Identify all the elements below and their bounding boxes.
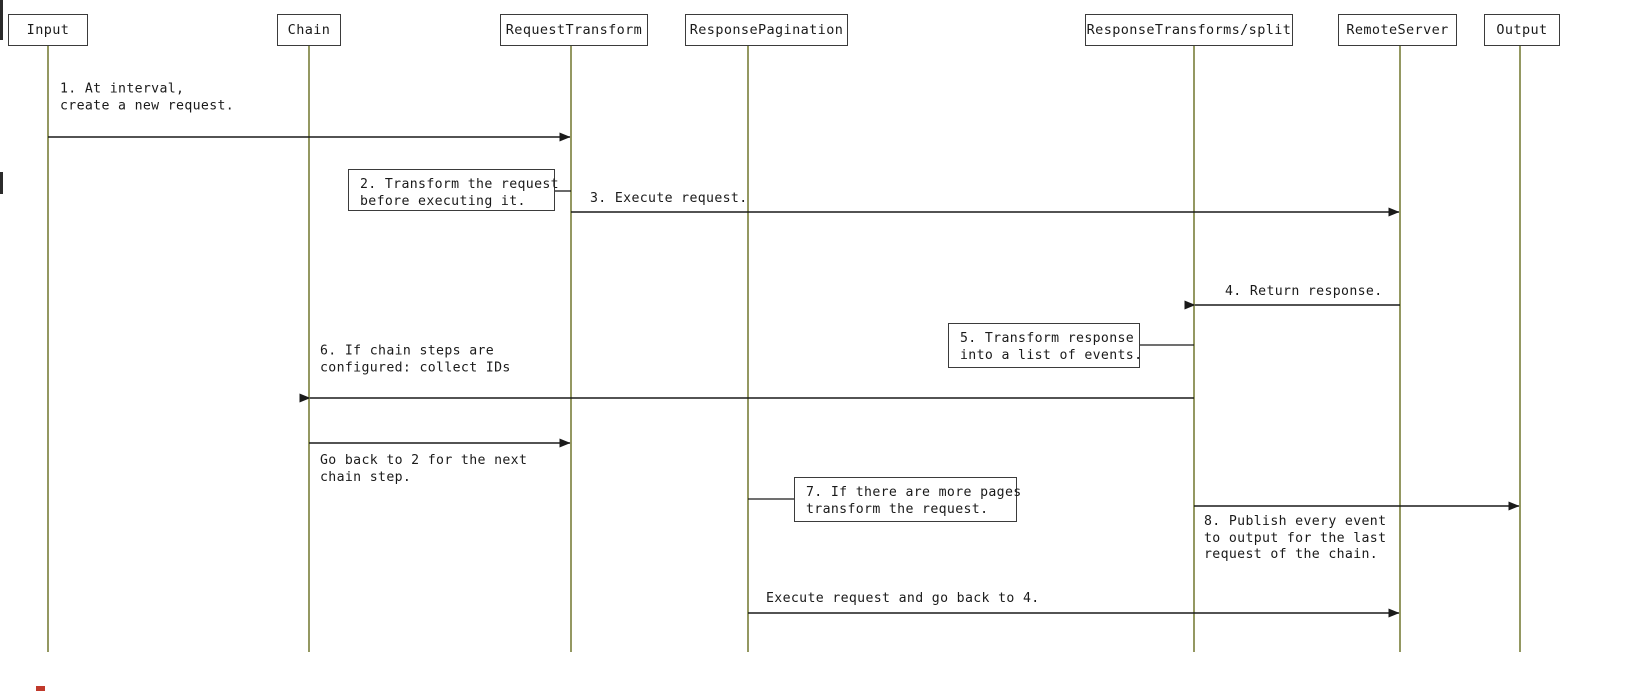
note-text: 7. If there are more pages transform the… <box>806 485 1022 517</box>
bottom-left-tick <box>36 686 45 691</box>
message-arrows-group <box>48 132 1520 618</box>
note-n5[interactable]: 5. Transform response into a list of eve… <box>948 323 1143 368</box>
message-label-m-goback: Go back to 2 for the next chain step. <box>320 453 528 485</box>
note-connectors-group <box>555 190 1194 500</box>
participant-label: ResponseTransforms/split <box>1086 22 1292 38</box>
participant-label: ResponsePagination <box>689 22 844 38</box>
note-text: 2. Transform the request before executin… <box>360 177 559 209</box>
message-label-m6: 6. If chain steps are configured: collec… <box>320 343 511 376</box>
message-label-m3: 3. Execute request. <box>590 191 748 206</box>
message-label-m1: 1. At interval, create a new request. <box>60 81 235 114</box>
participant-label: Input <box>26 22 70 38</box>
message-label-m8: 8. Publish every event to output for the… <box>1204 514 1387 562</box>
note-n7[interactable]: 7. If there are more pages transform the… <box>794 477 1022 522</box>
note-text: 5. Transform response into a list of eve… <box>960 331 1143 363</box>
participant-output[interactable]: Output <box>1484 14 1560 46</box>
lifelines-group <box>47 46 1521 652</box>
participant-respxf[interactable]: ResponseTransforms/split <box>1085 14 1293 46</box>
participant-chain[interactable]: Chain <box>277 14 341 46</box>
participant-input[interactable]: Input <box>8 14 88 46</box>
participant-label: RemoteServer <box>1346 22 1449 38</box>
left-edge-mark-middle <box>0 172 3 194</box>
participant-remote[interactable]: RemoteServer <box>1338 14 1457 46</box>
message-label-m-exec-again: Execute request and go back to 4. <box>766 591 1040 606</box>
participant-label: Output <box>1496 22 1548 38</box>
message-label-m4: 4. Return response. <box>1225 284 1383 299</box>
note-n2[interactable]: 2. Transform the request before executin… <box>348 169 559 211</box>
participant-respgn[interactable]: ResponsePagination <box>685 14 848 46</box>
participant-label: RequestTransform <box>505 22 643 38</box>
participant-label: Chain <box>287 22 331 38</box>
participant-reqxf[interactable]: RequestTransform <box>500 14 648 46</box>
left-edge-mark-top <box>0 0 3 40</box>
